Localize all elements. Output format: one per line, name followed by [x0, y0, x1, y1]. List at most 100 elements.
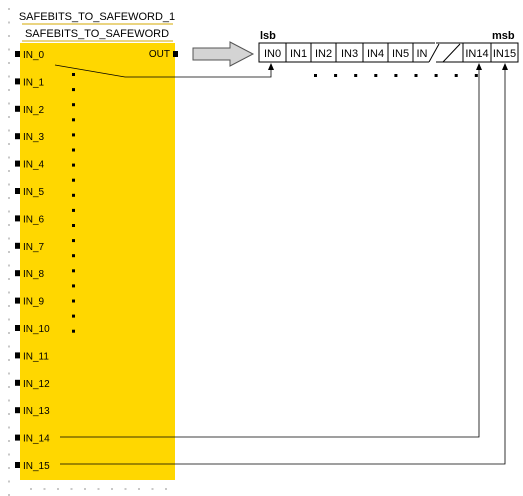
input-pin-marker[interactable] — [15, 215, 20, 222]
word-cell: IN5 — [387, 42, 414, 63]
input-pin-marker[interactable] — [15, 160, 20, 167]
input-pin[interactable]: IN_8 — [15, 269, 45, 280]
ellipsis-dot — [454, 74, 458, 77]
input-pin-label: IN_3 — [23, 132, 45, 143]
horizontal-ellipsis — [314, 74, 478, 77]
input-pin[interactable]: IN_7 — [15, 242, 45, 253]
grid-dot — [8, 210, 10, 213]
word-cell: IN — [412, 42, 440, 63]
input-pin[interactable]: IN_0 — [15, 50, 45, 61]
input-pin-label: IN_14 — [23, 434, 50, 445]
ellipsis-dot — [72, 148, 75, 152]
word-cell-label: IN15 — [493, 48, 516, 60]
connections — [54, 64, 506, 465]
input-pin-label: IN_13 — [23, 406, 50, 417]
input-pin-marker[interactable] — [15, 51, 20, 57]
input-pin-marker[interactable] — [15, 434, 20, 441]
grid-dot — [8, 318, 10, 321]
word-cell-label: IN14 — [465, 48, 488, 60]
grid-dot — [30, 488, 32, 490]
connection-in15 — [60, 68, 506, 465]
input-pin-marker[interactable] — [15, 325, 20, 331]
word-break-slash — [428, 43, 440, 63]
input-pin[interactable]: IN_6 — [15, 214, 45, 225]
word-cell-label: IN2 — [315, 48, 332, 60]
grid-dot — [8, 332, 10, 334]
input-pin-label: IN_2 — [23, 105, 45, 116]
grid-dot — [8, 156, 10, 159]
input-pin-marker[interactable] — [15, 297, 20, 304]
grid-dot — [8, 426, 10, 429]
input-pin[interactable]: IN_2 — [15, 105, 45, 116]
input-pins: IN_0IN_1IN_2IN_3IN_4IN_5IN_6IN_7IN_8IN_9… — [15, 50, 50, 472]
grid-dot — [8, 143, 10, 145]
grid-dot — [8, 48, 10, 51]
grid-dot — [70, 488, 73, 490]
input-pin[interactable]: IN_5 — [15, 187, 45, 198]
input-pin[interactable]: IN_10 — [15, 324, 50, 335]
grid-dot — [8, 399, 10, 402]
input-pin-marker[interactable] — [15, 133, 20, 140]
word-cell: IN15 — [490, 42, 519, 63]
input-pin[interactable]: IN_9 — [15, 297, 45, 308]
input-pin-label: IN_7 — [23, 242, 45, 253]
block-instance-name: SAFEBITS_TO_SAFEWORD_1 — [19, 11, 175, 23]
ellipsis-dot — [72, 284, 75, 288]
input-pin[interactable]: IN_11 — [15, 351, 49, 362]
grid-dot — [165, 488, 167, 490]
word-cell: IN3 — [335, 42, 364, 63]
connection-arrowheads — [268, 63, 508, 70]
ellipsis-dot — [434, 74, 438, 77]
word-cell: IN0 — [258, 42, 287, 63]
input-pin-marker[interactable] — [15, 270, 20, 277]
lsb-label: lsb — [260, 30, 276, 42]
function-block[interactable]: SAFEBITS_TO_SAFEWORD_1 SAFEBITS_TO_SAFEW… — [15, 5, 178, 480]
input-pin[interactable]: IN_3 — [15, 132, 45, 143]
input-pin[interactable]: IN_1 — [15, 77, 45, 88]
input-pin[interactable]: IN_12 — [15, 379, 50, 390]
input-pin-marker[interactable] — [15, 242, 20, 249]
word-cell: IN1 — [285, 42, 312, 63]
input-pin[interactable]: IN_4 — [15, 160, 45, 171]
word-cell-label: IN — [417, 48, 428, 60]
grid-dot — [8, 129, 10, 132]
grid-dot — [8, 21, 10, 24]
ellipsis-dot — [374, 74, 378, 77]
input-pin-marker[interactable] — [15, 407, 20, 414]
ellipsis-dot — [72, 239, 75, 243]
grid-dot — [8, 251, 10, 253]
input-pin-label: IN_4 — [23, 160, 45, 171]
word-cell-box — [490, 42, 519, 63]
input-pin-marker[interactable] — [15, 78, 20, 85]
grid-dot — [8, 467, 10, 469]
input-pin-marker[interactable] — [15, 188, 20, 194]
arrowhead-in14 — [476, 63, 482, 70]
input-pin[interactable]: IN_13 — [15, 406, 50, 417]
grid-dot — [8, 62, 10, 64]
ellipsis-dot — [72, 178, 75, 182]
ellipsis-dot — [72, 224, 75, 227]
input-pin-marker[interactable] — [15, 105, 20, 112]
input-pin[interactable]: IN_14 — [15, 434, 50, 445]
grid-dot — [57, 488, 59, 490]
grid-dot — [8, 224, 10, 226]
ellipsis-dot — [72, 133, 75, 137]
input-pin-marker[interactable] — [15, 462, 20, 468]
grid-dot — [8, 480, 10, 483]
input-pin-marker[interactable] — [15, 352, 20, 359]
ellipsis-dot — [72, 254, 75, 258]
input-pin[interactable]: IN_15 — [15, 461, 50, 472]
input-pin-label: IN_0 — [23, 50, 45, 61]
grid-dot — [8, 494, 10, 496]
word-break-slash — [442, 43, 461, 63]
output-pin-marker[interactable] — [173, 51, 178, 57]
grid-dots — [8, 8, 167, 496]
connection-in14 — [60, 68, 480, 438]
ellipsis-dot — [72, 314, 75, 318]
ellipsis-dot — [474, 74, 478, 77]
input-pin-marker[interactable] — [15, 379, 20, 386]
grid-dot — [151, 488, 154, 490]
ellipsis-dot — [72, 73, 75, 76]
input-pin-label: IN_1 — [23, 77, 45, 88]
